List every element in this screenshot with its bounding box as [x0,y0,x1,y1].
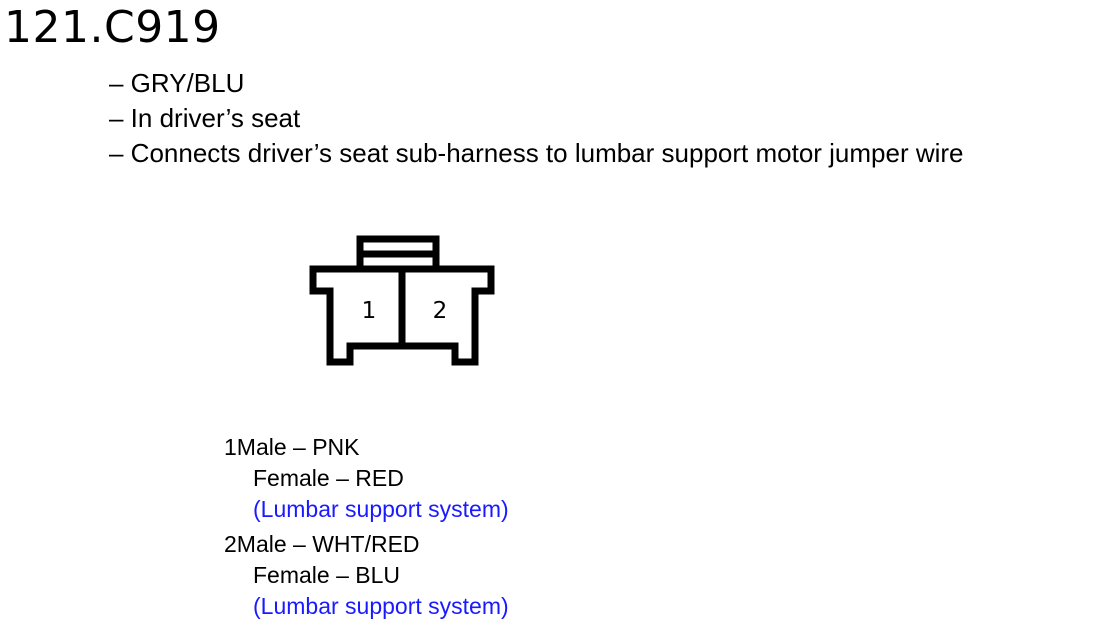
pin-2-male-wire: 2Male – WHT/RED [224,531,420,557]
cavity-label-2: 2 [433,298,448,324]
cavity-label-1: 1 [362,298,377,324]
pin-list: 1Male – PNK Female – RED (Lumbar support… [224,432,509,626]
pin-1-female-wire: Female – RED [253,465,404,491]
pin-entry-1: 1Male – PNK Female – RED (Lumbar support… [224,432,509,525]
connector-body-outline [309,265,495,366]
wire-color-description: – GRY/BLU [109,68,245,98]
connection-description: – Connects driver’s seat sub-harness to … [109,138,964,168]
pin-1-male-wire: 1Male – PNK [224,434,360,460]
pin-2-system: (Lumbar support system) [253,593,509,619]
location-description: – In driver’s seat [109,103,301,133]
pin-1-system: (Lumbar support system) [253,496,509,522]
connector-description-list: – GRY/BLU – In driver’s seat – Connects … [109,66,964,171]
connector-title: 121.C919 [4,2,221,53]
pin-entry-2: 2Male – WHT/RED Female – BLU (Lumbar sup… [224,529,509,622]
pin-2-female-wire: Female – BLU [253,562,401,588]
connector-face-diagram: 1 2 [309,235,495,366]
